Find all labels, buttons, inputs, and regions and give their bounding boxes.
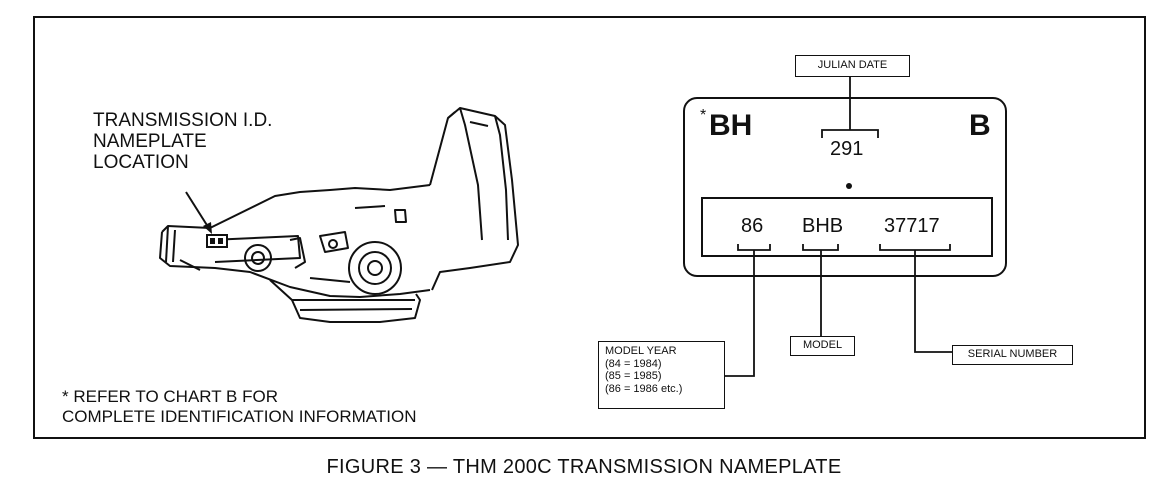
model-year-value: 86 bbox=[741, 215, 764, 237]
model-year-callout-line-1: (84 = 1984) bbox=[605, 357, 662, 370]
julian-date-callout: JULIAN DATE bbox=[795, 55, 910, 77]
nameplate bbox=[683, 97, 1007, 277]
serial-number-value: 37717 bbox=[884, 215, 940, 237]
nameplate-right-code: B bbox=[969, 109, 991, 142]
model-value: BHB bbox=[802, 215, 844, 237]
model-year-callout: MODEL YEAR (84 = 1984) (85 = 1985) (86 =… bbox=[598, 341, 725, 409]
nameplate-location-label: TRANSMISSION I.D. NAMEPLATE LOCATION bbox=[93, 110, 272, 173]
nameplate-code-box bbox=[701, 197, 993, 257]
figure-frame bbox=[33, 16, 1146, 439]
location-label-line-2: NAMEPLATE bbox=[93, 131, 207, 152]
figure-caption: FIGURE 3 — THM 200C TRANSMISSION NAMEPLA… bbox=[326, 456, 842, 478]
model-year-callout-line-3: (86 = 1986 etc.) bbox=[605, 382, 683, 395]
transmission-drawing bbox=[159, 107, 519, 323]
serial-number-callout: SERIAL NUMBER bbox=[952, 345, 1073, 365]
nameplate-left-code: BH bbox=[709, 109, 753, 142]
footnote-line-1: * REFER TO CHART B FOR bbox=[62, 387, 279, 406]
model-callout: MODEL bbox=[790, 336, 855, 356]
model-year-callout-title: MODEL YEAR bbox=[605, 345, 677, 357]
nameplate-asterisk: * bbox=[700, 107, 707, 124]
location-label-line-3: LOCATION bbox=[93, 152, 189, 173]
model-year-callout-line-2: (85 = 1985) bbox=[605, 370, 662, 382]
location-label-line-1: TRANSMISSION I.D. bbox=[93, 110, 273, 131]
footnote: * REFER TO CHART B FOR COMPLETE IDENTIFI… bbox=[62, 387, 417, 427]
julian-date-value: 291 bbox=[830, 138, 864, 160]
footnote-line-2: COMPLETE IDENTIFICATION INFORMATION bbox=[62, 407, 417, 426]
